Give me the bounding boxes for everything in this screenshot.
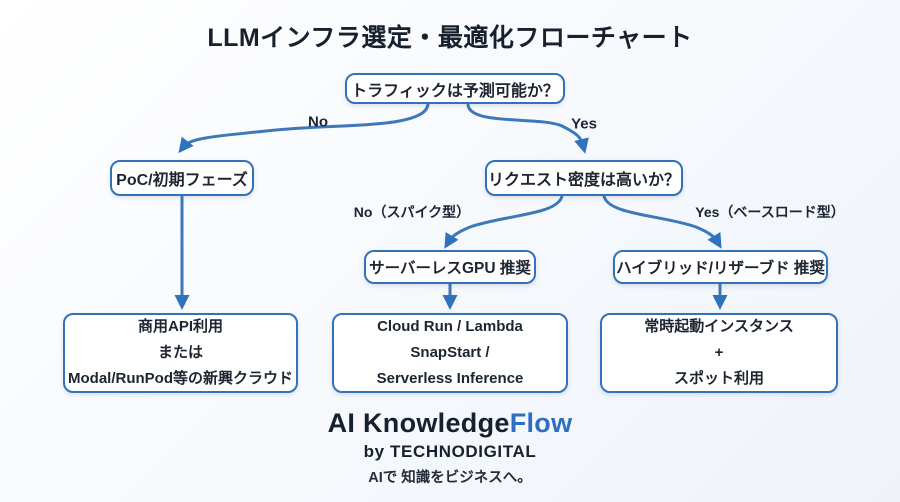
edge-yes-baseload bbox=[602, 194, 722, 249]
node-poc-phase: PoC/初期フェーズ bbox=[110, 160, 254, 196]
edge-label-yes: Yes bbox=[571, 115, 597, 133]
node-question-density: リクエスト密度は高いか？ bbox=[485, 160, 683, 196]
node-result-serverless-services: Cloud Run / Lambda SnapStart / Serverles… bbox=[332, 313, 568, 393]
page-title: LLMインフラ選定・最適化フローチャート bbox=[207, 24, 693, 52]
brand-logo: AI KnowledgeFlow bbox=[0, 408, 900, 439]
edge-label-yes-baseload: Yes（ベースロード型） bbox=[695, 204, 845, 220]
result-line: または bbox=[157, 344, 203, 362]
result-line: 商用API利用 bbox=[137, 318, 223, 336]
node-serverless-gpu: サーバーレスGPU 推奨 bbox=[364, 250, 536, 284]
brand-byline: by TECHNODIGITAL bbox=[363, 442, 537, 461]
edge-no-spike bbox=[444, 194, 564, 249]
edge-yes bbox=[466, 102, 589, 154]
result-line: スポット利用 bbox=[673, 369, 764, 387]
node-result-always-on-spot: 常時起動インスタンス + スポット利用 bbox=[600, 313, 838, 393]
result-line: + bbox=[714, 344, 724, 362]
result-line: 常時起動インスタンス bbox=[644, 318, 794, 336]
result-line: Serverless Inference bbox=[376, 369, 524, 387]
node-question-traffic: トラフィックは予測可能か？ bbox=[345, 73, 565, 104]
result-line: Modal/RunPod等の新興クラウド bbox=[68, 369, 293, 387]
result-line: SnapStart / bbox=[410, 344, 490, 362]
edge-label-no-spike: No（スパイク型） bbox=[353, 204, 471, 220]
node-hybrid-reserved: ハイブリッド/リザーブド 推奨 bbox=[613, 250, 828, 284]
brand-name-dark: AI Knowledge bbox=[327, 408, 510, 438]
edge-label-no: No bbox=[308, 113, 328, 131]
node-result-commercial-api: 商用API利用 または Modal/RunPod等の新興クラウド bbox=[63, 313, 298, 393]
footer-branding: AI KnowledgeFlow by TECHNODIGITAL AIで 知識… bbox=[0, 408, 900, 487]
brand-name-blue: Flow bbox=[509, 408, 573, 438]
result-line: Cloud Run / Lambda bbox=[377, 318, 523, 336]
brand-tagline: AIで 知識をビジネスへ。 bbox=[368, 470, 532, 486]
edge-no bbox=[178, 102, 430, 154]
